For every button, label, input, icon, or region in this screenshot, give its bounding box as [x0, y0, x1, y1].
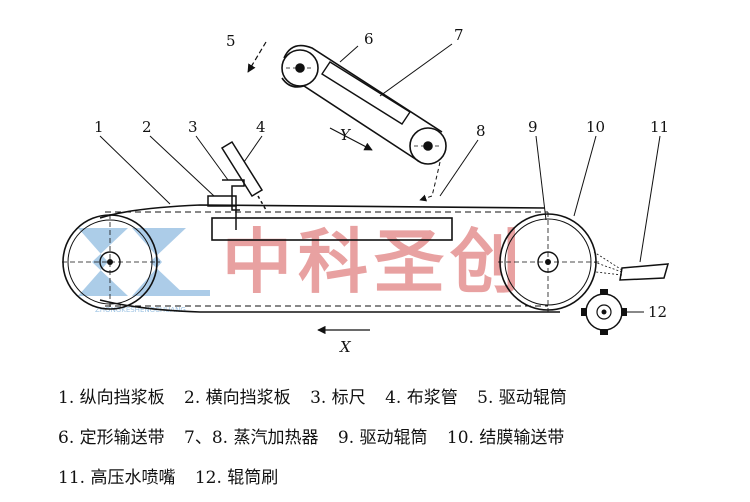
caption-item-11: 11. 高压水喷嘴: [58, 468, 176, 488]
y-direction-arrow: [329, 127, 373, 151]
figure-caption: 1. 纵向挡浆板 2. 横向挡浆板 3. 标尺 4. 布浆管 5. 驱动辊筒 6…: [58, 378, 698, 498]
watermark-text: 中科圣创: [222, 221, 526, 303]
y-direction-label: Y: [340, 126, 352, 144]
caption-item-9: 9. 驱动辊筒: [337, 428, 428, 448]
label-7: 7: [454, 26, 464, 44]
label-6: 6: [364, 30, 374, 48]
label-2: 2: [142, 118, 152, 136]
caption-item-3: 3. 标尺: [310, 388, 366, 408]
label-9: 9: [528, 118, 538, 136]
steam-heater-8: [211, 217, 453, 241]
high-pressure-nozzle: [593, 251, 670, 281]
caption-item-12: 12. 辊筒刷: [194, 468, 279, 488]
direction-arrow-5: [247, 41, 267, 73]
leader-lines: [99, 43, 661, 313]
shaping-conveyor-belt: [281, 44, 447, 165]
x-direction-label: X: [339, 338, 352, 356]
caption-item-5: 5. 驱动辊筒: [477, 388, 567, 408]
steam-flow-arrow: [419, 161, 441, 202]
baffle-and-ruler: [207, 179, 245, 230]
caption-item-4: 4. 布浆管: [385, 388, 458, 408]
caption-item-10: 10. 结膜输送带: [446, 428, 565, 448]
label-11: 11: [650, 118, 669, 136]
caption-item-7-8: 7、8. 蒸汽加热器: [184, 428, 319, 448]
caption-item-6: 6. 定形输送带: [58, 428, 165, 448]
label-8: 8: [476, 122, 486, 140]
drive-roller-9: [498, 212, 600, 312]
caption-item-1: 1. 纵向挡浆板: [58, 388, 165, 408]
label-12: 12: [648, 303, 667, 321]
conveyor-diagram: ZHONGKESHENGCHUANG 中科圣创: [62, 26, 670, 356]
left-roller: [62, 214, 160, 310]
label-10: 10: [586, 118, 605, 136]
caption-item-2: 2. 横向挡浆板: [184, 388, 291, 408]
label-1: 1: [94, 118, 104, 136]
label-3: 3: [188, 118, 198, 136]
watermark-subtext: ZHONGKESHENGCHUANG: [95, 306, 186, 314]
slurry-pipe: [220, 140, 267, 211]
label-5: 5: [226, 32, 236, 50]
label-4: 4: [256, 118, 266, 136]
roller-brush: [581, 289, 627, 335]
